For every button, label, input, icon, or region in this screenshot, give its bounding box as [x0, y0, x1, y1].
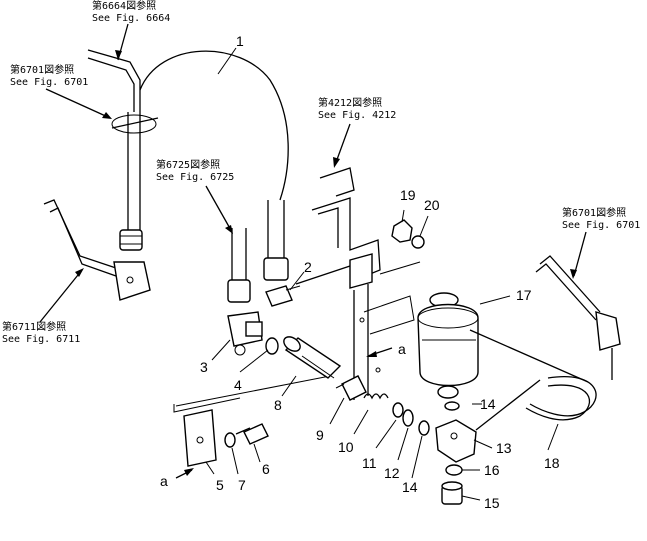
part-label-9: 9 [316, 427, 324, 443]
o-ring-part-4 [265, 337, 279, 355]
part-label-20: 20 [424, 197, 440, 213]
part-label-4: 4 [234, 377, 242, 393]
part-label-8: 8 [274, 397, 282, 413]
bracket-part-5 [173, 375, 331, 467]
o-ring-part-14-lower [418, 420, 430, 436]
ref-6711-arrowhead [75, 268, 84, 277]
ref-6725-leader [205, 185, 233, 233]
filter-canister-part-17 [417, 292, 479, 399]
vertical-tube-assembly [87, 49, 159, 251]
ref-6664-jp: 第6664図参照 [92, 0, 156, 12]
part-label-13: 13 [496, 440, 512, 456]
ref-6701-left-leader [45, 88, 111, 119]
fitting-part-9 [335, 375, 367, 401]
ref-6664-arrowhead [115, 50, 122, 60]
ref-6711-leader [39, 269, 83, 323]
part-label-10: 10 [338, 439, 354, 455]
ref-6701-left-en: See Fig. 6701 [10, 77, 88, 88]
fitting-part-2 [265, 285, 301, 307]
part-label-19: 19 [400, 187, 416, 203]
ref-6701-right-leader [573, 231, 587, 277]
ref-6711-en: See Fig. 6711 [2, 334, 80, 345]
marker-a-upper: a [366, 341, 406, 357]
part-label-11: 11 [362, 455, 377, 471]
right-pipe-and-hose [469, 255, 621, 431]
ring-part-12 [402, 409, 414, 427]
ref-6701-right: 第6701図参照 See Fig. 6701 [562, 206, 640, 279]
part-label-14-lower: 14 [402, 479, 418, 495]
ref-6725-jp: 第6725図参照 [156, 158, 220, 171]
ref-6701-right-jp: 第6701図参照 [562, 206, 626, 219]
part-label-15: 15 [484, 495, 500, 511]
ref-6725-arrowhead [225, 225, 233, 234]
ref-6701-left-arrowhead [102, 112, 112, 119]
o-ring-part-14-upper [444, 401, 460, 411]
ref-6664-en: See Fig. 6664 [92, 13, 170, 24]
bolt-part-6 [235, 423, 269, 445]
ref-4212-jp: 第4212図参照 [318, 96, 382, 109]
part-label-16: 16 [484, 462, 500, 478]
part-label-14-upper: 14 [480, 396, 496, 412]
ref-4212-arrowhead [333, 157, 340, 168]
washer-part-11 [392, 402, 404, 418]
tee-block-part-3 [227, 311, 263, 356]
valve-block-part-13 [435, 419, 477, 463]
part-label-5: 5 [216, 477, 224, 493]
ref-6664: 第6664図参照 See Fig. 6664 [92, 0, 170, 61]
part-label-18: 18 [544, 455, 560, 471]
part-label-2: 2 [304, 259, 312, 275]
ref-4212-en: See Fig. 4212 [318, 110, 396, 121]
part-label-6: 6 [262, 461, 270, 477]
spring-part-10 [363, 393, 389, 400]
part-label-1: 1 [236, 33, 244, 49]
ref-6725: 第6725図参照 See Fig. 6725 [156, 158, 234, 234]
part-number-labels: 1 2 3 4 5 6 7 8 9 10 11 12 13 14 14 15 1… [200, 33, 560, 511]
ring-part-16 [445, 464, 463, 476]
marker-a-upper-label: a [398, 341, 406, 357]
tube-6725 [227, 228, 251, 303]
hose-part-1 [139, 50, 289, 281]
ref-6711: 第6711図参照 See Fig. 6711 [2, 268, 84, 345]
ref-6701-left-jp: 第6701図参照 [10, 63, 74, 76]
leader-lines [205, 47, 559, 501]
marker-a-lower-label: a [160, 473, 168, 489]
part-label-3: 3 [200, 359, 208, 375]
ref-6701-right-arrowhead [570, 269, 577, 279]
ref-6701-left: 第6701図参照 See Fig. 6701 [10, 63, 112, 119]
ref-6725-en: See Fig. 6725 [156, 172, 234, 183]
part-label-17: 17 [516, 287, 532, 303]
ref-4212: 第4212図参照 See Fig. 4212 [318, 96, 396, 168]
part-label-12: 12 [384, 465, 400, 481]
mounting-plate [295, 167, 421, 400]
nut-part-19 [391, 219, 413, 243]
plug-part-15 [441, 481, 463, 505]
ref-6701-right-en: See Fig. 6701 [562, 220, 640, 231]
ref-6711-jp: 第6711図参照 [2, 320, 66, 333]
washer-part-7 [224, 432, 236, 448]
left-bent-pipe [43, 199, 151, 301]
sleeve-part-8 [283, 336, 342, 379]
ref-4212-leader [334, 123, 351, 166]
marker-a-lower: a [160, 468, 194, 489]
washer-part-20 [411, 235, 425, 249]
part-label-7: 7 [238, 477, 246, 493]
